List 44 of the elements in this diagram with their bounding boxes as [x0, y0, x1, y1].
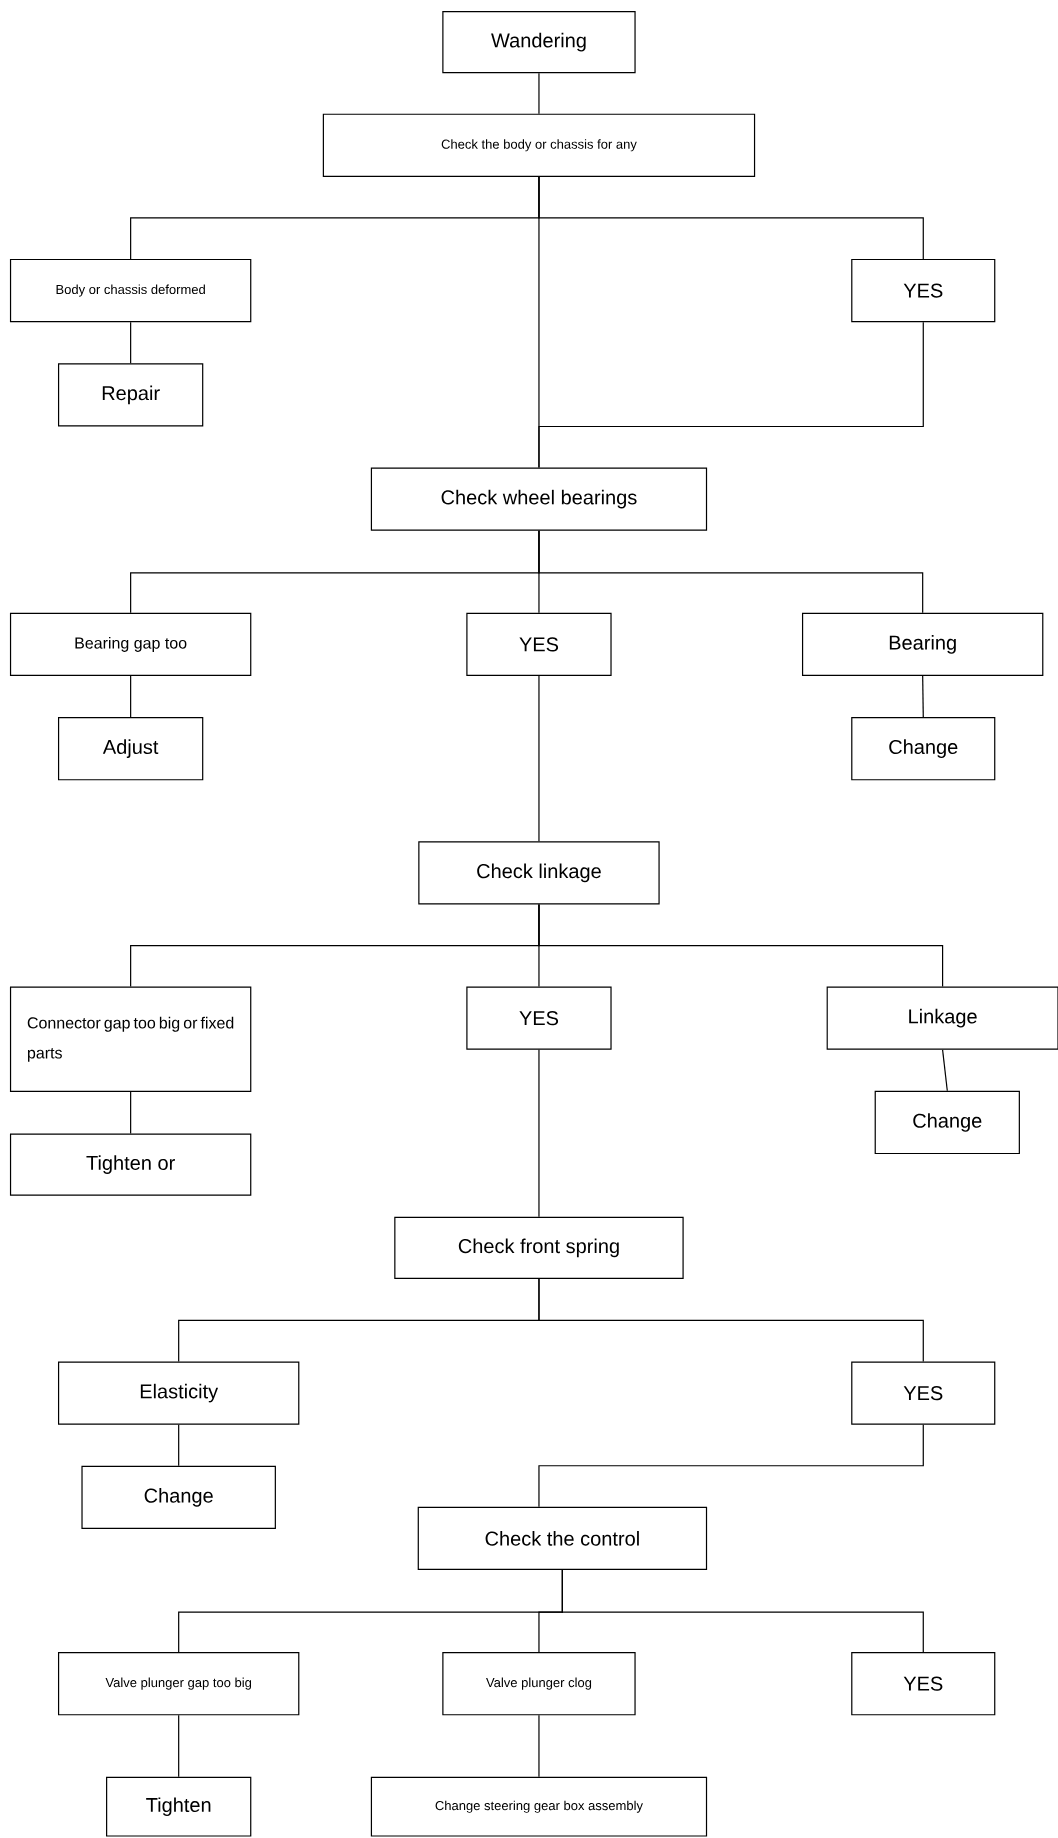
process-box: Valve plunger gap too big — [58, 1652, 300, 1716]
connector-line — [538, 1424, 924, 1508]
connector-line — [942, 1049, 948, 1092]
process-box: Bearing gap too — [9, 612, 252, 677]
process-box: YES — [851, 1361, 996, 1425]
process-box: Linkage — [826, 986, 1058, 1050]
connector-line — [538, 72, 540, 115]
connector-line — [178, 1424, 180, 1467]
process-box: Check wheel bearings — [370, 467, 708, 531]
connector-line — [538, 675, 540, 842]
connector-line — [130, 321, 132, 364]
process-box: Tighten or — [9, 1133, 252, 1196]
process-box: Repair — [58, 363, 204, 427]
process-box: Valve plunger clog — [442, 1652, 636, 1716]
process-box: Body or chassis deformed — [9, 258, 252, 323]
process-box: Check the control — [417, 1506, 708, 1571]
process-box: YES — [851, 258, 996, 323]
process-box: YES — [466, 612, 612, 677]
connector-line — [130, 675, 132, 718]
process-box: Check linkage — [418, 841, 660, 905]
connector-line — [538, 1049, 540, 1218]
connector-line — [178, 1714, 180, 1778]
process-box: Change — [851, 717, 996, 781]
process-box: Adjust — [58, 717, 204, 781]
connector-line — [538, 903, 944, 988]
connector-line — [922, 675, 924, 718]
process-box: YES — [851, 1652, 996, 1716]
process-box: Connector gap too big or fixed parts — [9, 986, 252, 1092]
connector-line — [538, 321, 924, 469]
process-box: Change — [874, 1090, 1020, 1155]
connector-line — [538, 1714, 540, 1778]
process-box: Change — [81, 1465, 276, 1530]
process-box: Check front spring — [394, 1216, 684, 1279]
process-box: Check the body or chassis for any — [322, 113, 756, 177]
process-box: Elasticity — [58, 1361, 300, 1425]
connector-line — [538, 1278, 924, 1363]
process-box: YES — [466, 986, 612, 1050]
process-box: Change steering gear box assembly — [370, 1776, 708, 1837]
process-box: Tighten — [106, 1776, 252, 1837]
connector-line — [130, 1091, 132, 1135]
process-box: Bearing — [802, 612, 1044, 677]
connector-line — [538, 530, 924, 614]
connector-line — [561, 1569, 924, 1653]
process-box: Wandering — [442, 11, 636, 74]
